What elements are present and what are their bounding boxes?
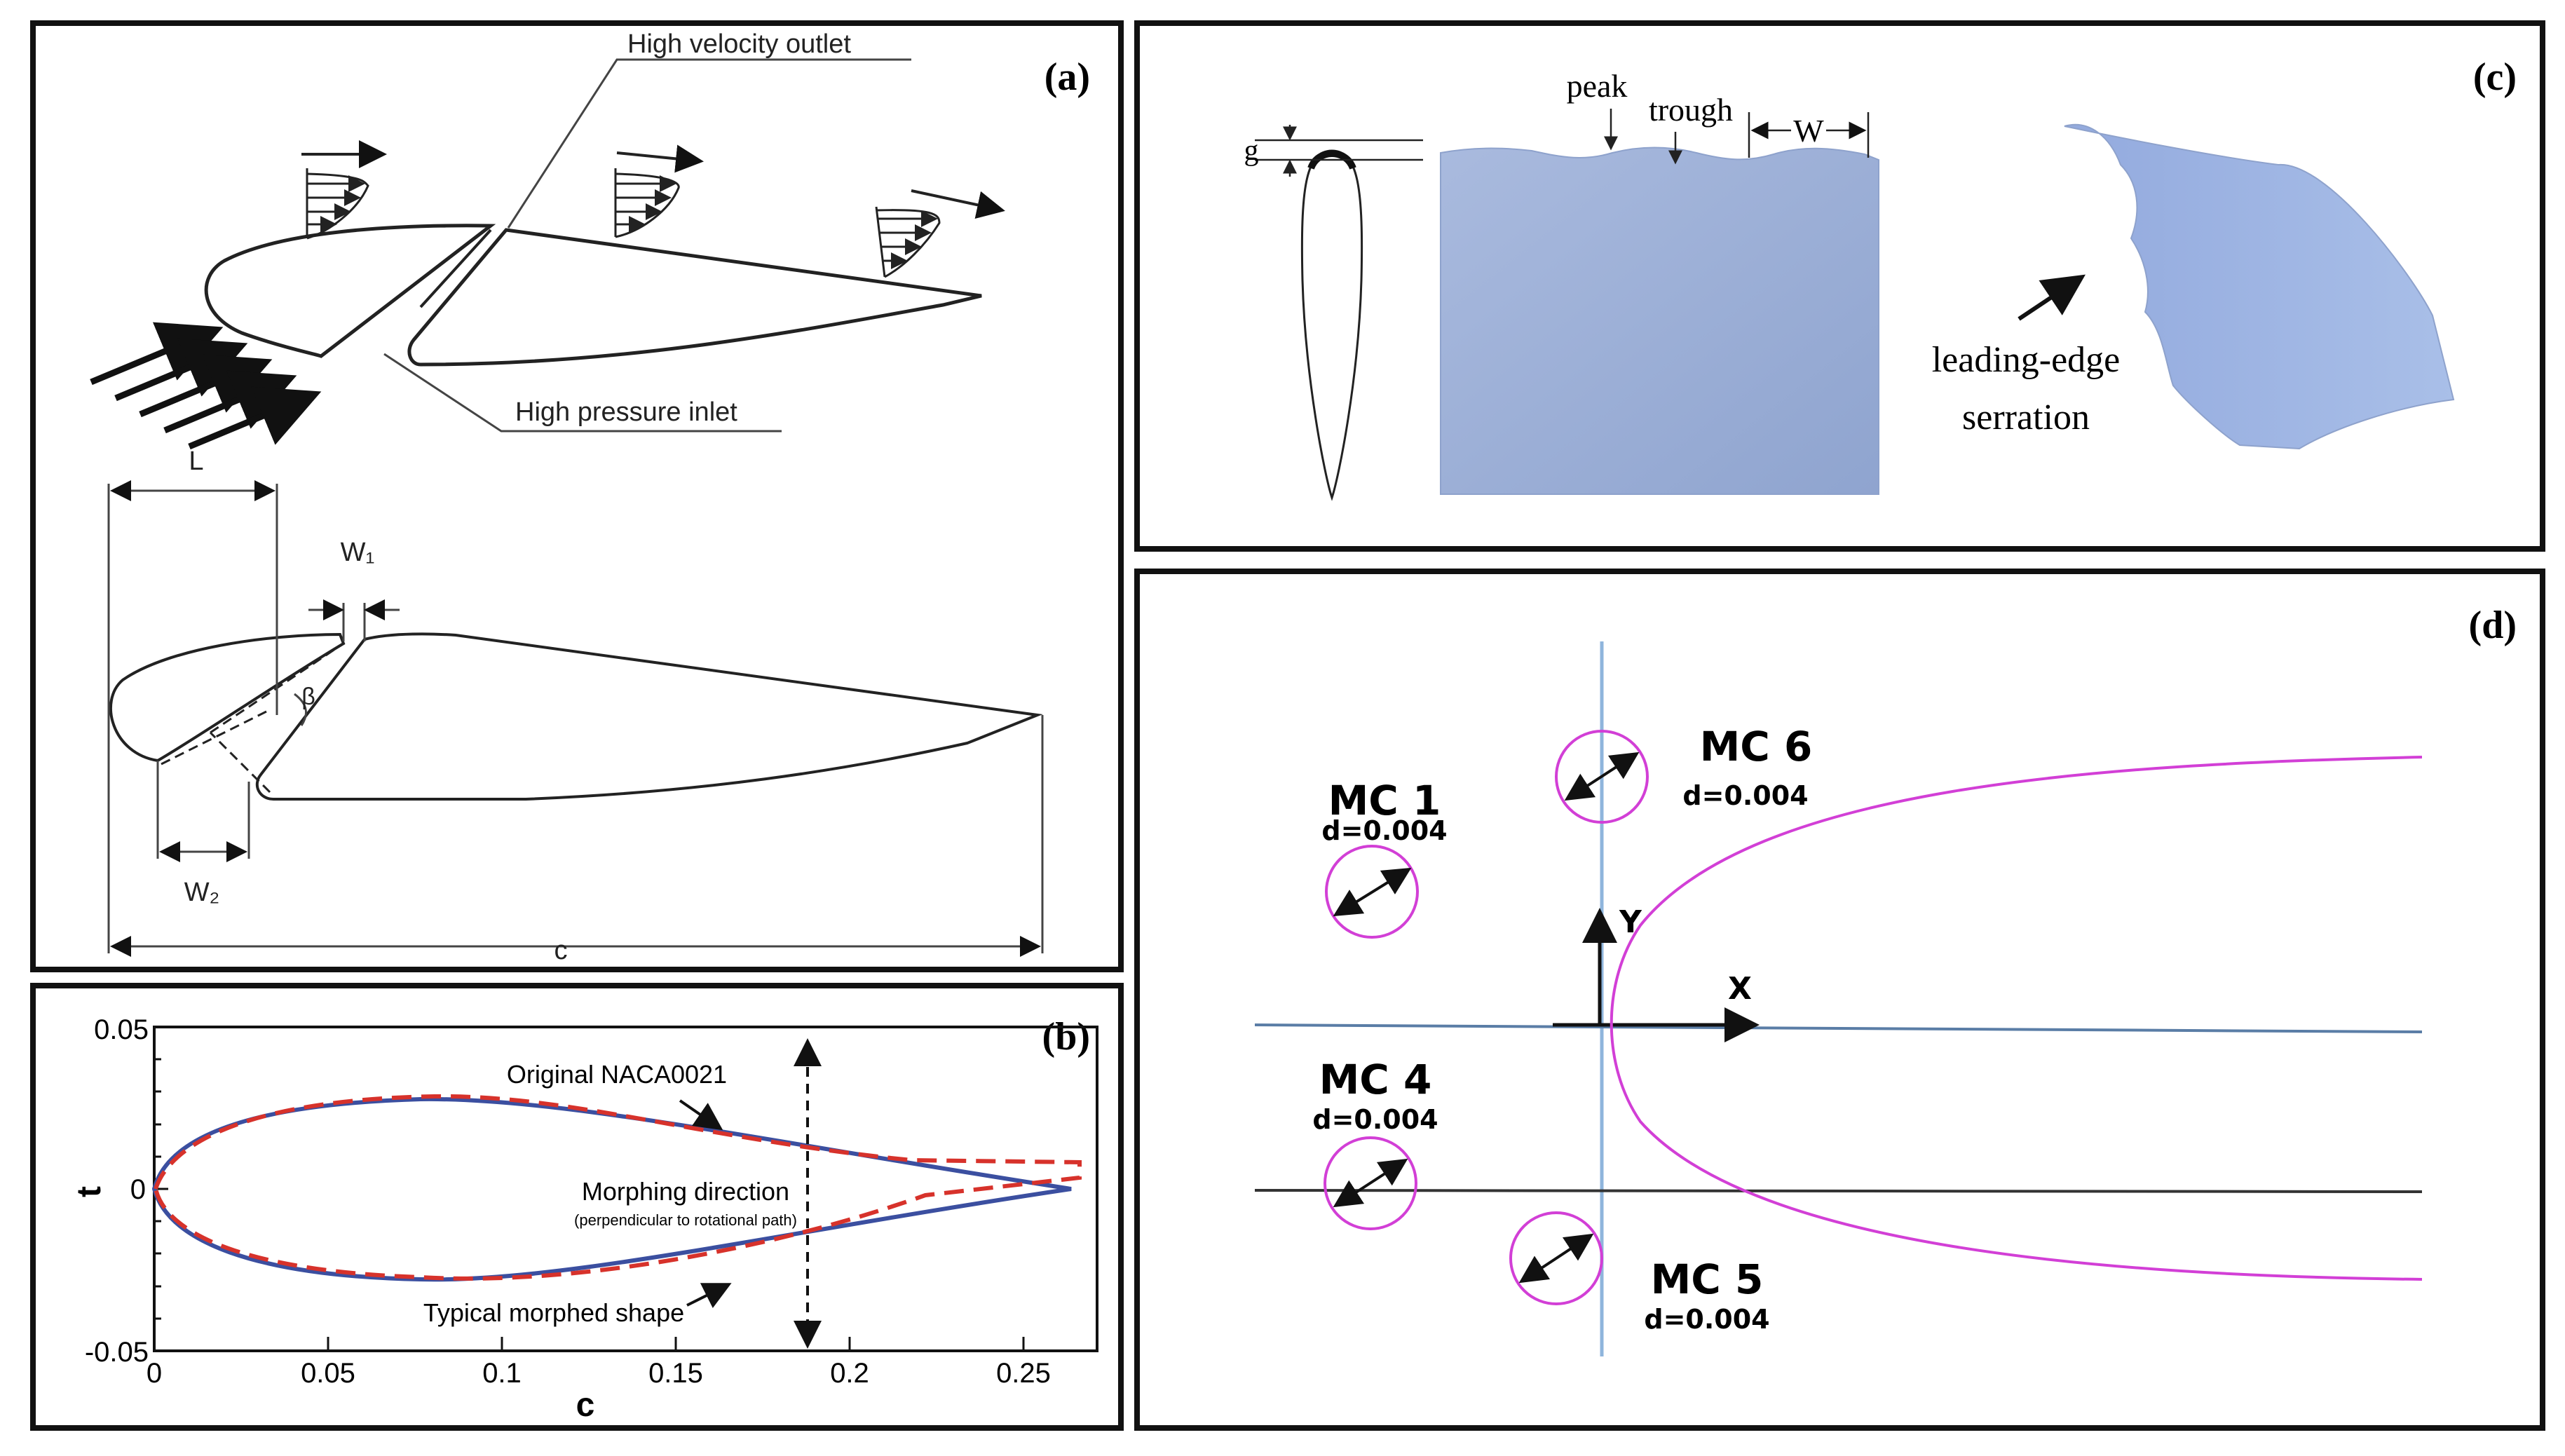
dimension-lines bbox=[107, 480, 1044, 957]
xtick-0.2: 0.2 bbox=[830, 1358, 869, 1389]
xtick-0.25: 0.25 bbox=[996, 1358, 1051, 1389]
section-leading-edge bbox=[1307, 150, 1356, 170]
probe-circle-mc5 bbox=[1509, 1211, 1603, 1305]
panel-d-label: (d) bbox=[2469, 604, 2517, 647]
serration-dimension-lines bbox=[1255, 109, 1870, 177]
ytick-neg0.05: -0.05 bbox=[85, 1337, 149, 1368]
annotation-morphing-sub: (perpendicular to rotational path) bbox=[574, 1211, 797, 1229]
dimensioned-airfoil bbox=[109, 632, 1043, 801]
probe-mc1-name: MC 1 bbox=[1328, 777, 1441, 824]
panel-b-label: (b) bbox=[1042, 1015, 1090, 1059]
ytick-0.05: 0.05 bbox=[94, 1014, 149, 1045]
serration-label-line1: leading-edge bbox=[1932, 340, 2121, 380]
morphed-leader bbox=[686, 1283, 732, 1308]
slat-element bbox=[204, 224, 496, 358]
dim-L-label: L bbox=[189, 447, 203, 476]
panel-a-label: (a) bbox=[1045, 55, 1090, 99]
xtick-0: 0 bbox=[147, 1358, 162, 1389]
dim-g-label: g bbox=[1244, 135, 1259, 167]
main-outline bbox=[255, 632, 1043, 801]
probe-mc4-name: MC 4 bbox=[1319, 1056, 1432, 1103]
probe-mc5-d: d=0.004 bbox=[1644, 1304, 1769, 1335]
serration-section-profile bbox=[1300, 149, 1363, 501]
x-axis-label: c bbox=[576, 1387, 595, 1424]
callout-inlet: High pressure inlet bbox=[383, 353, 782, 433]
probe-mc6-d: d=0.004 bbox=[1682, 780, 1808, 811]
panel-a: (a) bbox=[30, 20, 1124, 972]
probe-mc4-d: d=0.004 bbox=[1312, 1104, 1438, 1135]
dim-beta-label: β bbox=[301, 683, 315, 710]
slat-outline bbox=[109, 632, 346, 763]
main-element bbox=[407, 228, 982, 367]
legend-morphed: Typical morphed shape bbox=[423, 1298, 684, 1327]
legend-original: Original NACA0021 bbox=[507, 1060, 727, 1089]
xtick-0.05: 0.05 bbox=[301, 1358, 355, 1389]
callout-outlet-text: High velocity outlet bbox=[627, 29, 851, 59]
probe-circle-mc4 bbox=[1324, 1136, 1417, 1230]
x-ticks bbox=[153, 1337, 1025, 1351]
dim-W2-label: W₂ bbox=[184, 878, 220, 907]
panel-d-frame bbox=[1134, 569, 2545, 1431]
velocity-profiles bbox=[301, 140, 1005, 278]
chord-line-lower bbox=[1254, 1189, 2423, 1193]
serrated-surface-planform bbox=[1440, 147, 1879, 495]
y-axis-label: t bbox=[71, 1186, 108, 1197]
dim-W1-label: W₁ bbox=[341, 538, 375, 567]
peak-label: peak bbox=[1567, 68, 1628, 104]
panel-c-frame bbox=[1134, 20, 2545, 552]
callout-outlet: High velocity outlet bbox=[507, 29, 911, 229]
xtick-0.15: 0.15 bbox=[648, 1358, 703, 1389]
probe-circle-mc1 bbox=[1325, 845, 1419, 939]
probe-circles bbox=[1324, 730, 1649, 1305]
y-ticks bbox=[154, 1026, 168, 1352]
probe-mc6-name: MC 6 bbox=[1700, 723, 1813, 770]
probe-mc5-name: MC 5 bbox=[1651, 1256, 1764, 1303]
serration-pointer-arrow bbox=[2018, 274, 2086, 321]
axis-X-label: X bbox=[1728, 971, 1752, 1007]
velocity-profile-1 bbox=[301, 140, 387, 240]
velocity-profile-3 bbox=[875, 189, 1005, 278]
axis-Y-label: Y bbox=[1619, 904, 1642, 940]
original-leader bbox=[679, 1099, 723, 1131]
panel-a-frame bbox=[30, 20, 1124, 972]
ytick-0: 0 bbox=[130, 1174, 146, 1205]
panel-b-frame bbox=[30, 983, 1124, 1431]
probe-mc1-d: d=0.004 bbox=[1321, 815, 1447, 846]
callout-inlet-text: High pressure inlet bbox=[515, 397, 737, 427]
annotation-morphing-direction: Morphing direction bbox=[582, 1177, 789, 1206]
slot-line bbox=[419, 229, 492, 308]
chord-line-upper bbox=[1254, 1023, 2423, 1033]
dim-W-label: W bbox=[1793, 113, 1824, 149]
probe-diameter-arrows bbox=[1333, 751, 1640, 1284]
freestream-arrows bbox=[90, 322, 322, 450]
velocity-profile-2 bbox=[614, 144, 704, 238]
probe-circle-mc6 bbox=[1555, 730, 1649, 824]
panel-c: (c) g peak trough W leading-edge serrati… bbox=[1134, 20, 2545, 552]
panel-b: (b) 0.05 0 -0.05 0 0.05 0.1 0.15 0.2 bbox=[30, 983, 1124, 1431]
slotted-airfoil-sketch bbox=[204, 224, 982, 367]
panel-c-label: (c) bbox=[2473, 55, 2517, 99]
trough-label: trough bbox=[1649, 92, 1733, 128]
serrated-blade-3d bbox=[2064, 123, 2455, 450]
dim-c-label: c bbox=[554, 936, 568, 965]
leading-edge-curve bbox=[1610, 756, 2423, 1281]
serration-label-line2: serration bbox=[1962, 397, 2090, 437]
xtick-0.1: 0.1 bbox=[482, 1358, 522, 1389]
panel-d: (d) Y X MC 1 d=0.004 MC 6 d=0.004 MC 4 d… bbox=[1134, 569, 2545, 1431]
morphed-shape-curve bbox=[153, 1094, 1082, 1281]
